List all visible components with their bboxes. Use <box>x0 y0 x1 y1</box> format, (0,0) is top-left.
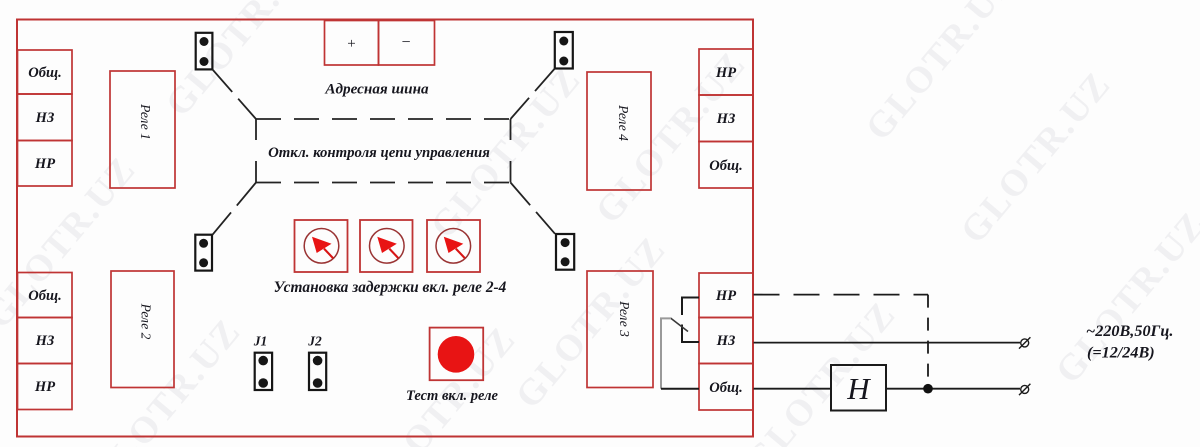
svg-text:НР: НР <box>34 156 55 172</box>
svg-text:GLOTR.UZ: GLOTR.UZ <box>738 294 905 447</box>
svg-text:GLOTR.UZ: GLOTR.UZ <box>858 0 1025 148</box>
svg-text:Реле 4: Реле 4 <box>616 104 631 141</box>
svg-text:Общ.: Общ. <box>709 380 742 396</box>
svg-text:J2: J2 <box>307 334 322 349</box>
svg-text:Реле 3: Реле 3 <box>617 300 632 337</box>
svg-text:−: − <box>401 34 410 51</box>
svg-text:Реле 1: Реле 1 <box>138 103 153 140</box>
svg-text:Реле 2: Реле 2 <box>139 303 154 340</box>
svg-text:НР: НР <box>715 288 736 304</box>
svg-text:J1: J1 <box>253 334 268 349</box>
svg-text:Общ.: Общ. <box>28 288 61 304</box>
svg-text:НР: НР <box>34 379 55 395</box>
svg-text:Н: Н <box>846 371 871 406</box>
svg-text:Тест вкл. реле: Тест вкл. реле <box>406 388 498 404</box>
svg-text:Общ.: Общ. <box>28 65 61 81</box>
svg-text:НР: НР <box>715 65 736 81</box>
svg-text:~220В,50Гц.: ~220В,50Гц. <box>1086 322 1173 340</box>
svg-text:(=12/24В): (=12/24В) <box>1087 344 1155 362</box>
svg-text:Установка задержки вкл. реле 2: Установка задержки вкл. реле 2-4 <box>274 279 507 296</box>
svg-text:+: + <box>347 36 355 52</box>
svg-text:GLOTR.UZ: GLOTR.UZ <box>358 319 525 447</box>
svg-text:НЗ: НЗ <box>716 333 736 349</box>
svg-text:Откл. контроля цепи управления: Откл. контроля цепи управления <box>268 145 490 161</box>
svg-text:Общ.: Общ. <box>709 158 742 174</box>
svg-text:НЗ: НЗ <box>35 110 55 126</box>
svg-text:НЗ: НЗ <box>35 333 55 349</box>
svg-text:НЗ: НЗ <box>716 111 736 127</box>
svg-text:GLOTR.UZ: GLOTR.UZ <box>953 64 1120 251</box>
svg-text:GLOTR.UZ: GLOTR.UZ <box>1048 204 1200 391</box>
svg-text:GLOTR.UZ: GLOTR.UZ <box>83 311 250 447</box>
svg-text:Адресная шина: Адресная шина <box>324 81 429 98</box>
